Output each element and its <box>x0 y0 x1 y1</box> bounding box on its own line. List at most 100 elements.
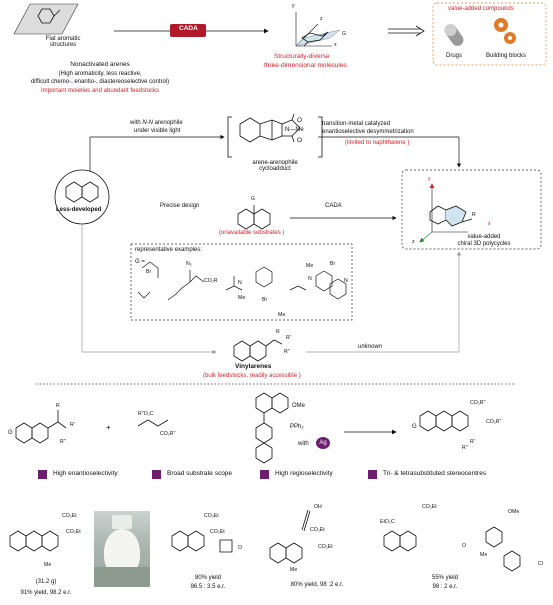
value-added-chiral-1: value-added <box>467 234 501 240</box>
product-r1: R' <box>470 439 475 445</box>
carbonyl-o-bottom: O <box>297 137 303 144</box>
unknown-label: unknown <box>358 344 383 350</box>
p4-eto2c: EtO₂C <box>380 519 395 525</box>
implies-arrow <box>388 25 425 37</box>
example-n2: N₂ <box>186 261 192 267</box>
vinyl-r2: R'' <box>284 349 290 355</box>
vinyl-r1: R' <box>286 335 291 341</box>
vinylarenes-label: Vinylarenes <box>235 363 272 370</box>
g-equals-label: G = <box>135 259 145 265</box>
chiral-polycycle-structure <box>419 183 473 243</box>
gear-icon <box>494 18 516 44</box>
limited-naphthalene-label: (limited to naphthalene ) <box>345 140 410 146</box>
feature-bullet-2 <box>152 470 161 479</box>
drugs-label: Drugs <box>446 53 463 59</box>
p3-oh: OH <box>314 504 322 510</box>
product-4-er: 98 : 2 e.r. <box>432 584 458 590</box>
feature-bullet-1 <box>38 470 47 479</box>
precise-design-label: Precise design <box>160 203 200 209</box>
feature-4: Tri- & tetrasubstituted stereocentres <box>383 470 487 477</box>
building-blocks-label: Building blocks <box>486 53 527 59</box>
naphthalene-structure <box>65 181 99 203</box>
product-4-structure <box>383 526 521 572</box>
example-me-1: Me <box>238 295 246 301</box>
substrate-r2: R'' <box>60 439 66 445</box>
cada-mid-label: CADA <box>325 203 342 209</box>
product-3-structure <box>269 509 311 564</box>
feature-bullet-3 <box>260 470 269 479</box>
p4-ome: OMe <box>508 509 520 515</box>
axis-x2-label: x <box>488 221 491 227</box>
substrate-r: R <box>56 403 60 409</box>
axis-z2-label: z <box>412 239 415 245</box>
feature-2: Broad substrate scope <box>167 470 233 477</box>
p2-co2et-right: CO₂Et <box>210 529 225 535</box>
example-structures <box>137 261 347 301</box>
substrate-g: G <box>8 430 13 436</box>
reagent-r-label: R''O₂C <box>138 411 154 417</box>
example-br-2: Br <box>262 297 268 303</box>
product-3-yield: 80% yield, 98 :2 e.r. <box>290 582 344 588</box>
tm-catalyzed-label: transition-metal catalyzed <box>322 121 391 127</box>
n-me-label: N—Me <box>285 127 304 133</box>
product-co2r-right: CO₂R'' <box>486 419 502 425</box>
cycloadduct-structure <box>227 113 323 158</box>
azodicarboxylate-structure <box>137 419 169 427</box>
example-n-3: N <box>344 278 348 284</box>
p3-co2et-right: CO₂Et <box>318 544 333 550</box>
axis-r-label: R <box>472 212 476 218</box>
ligand-ome: OMe <box>292 403 306 409</box>
product-2-er: 96.5 : 3.5 e.r. <box>190 584 226 590</box>
desymmetrization-label: enantioselective desymmetrization <box>322 129 414 135</box>
substrate-r1: R' <box>70 422 75 428</box>
p4-co2et: CO₂Et <box>422 504 437 510</box>
plus-sign: + <box>106 423 111 432</box>
product-2-structure <box>171 530 233 553</box>
with-label: with <box>298 441 309 447</box>
nonactivated-arenes-label: Nonactivated arenes <box>70 61 130 68</box>
cycloadduct-label: arene-arenophile cycloadduct <box>252 160 298 173</box>
vinylarene-route <box>81 224 462 355</box>
example-n-1: N <box>238 280 242 286</box>
silver-catalyst-badge: Ag <box>316 437 330 449</box>
axis-z-label: z <box>320 16 323 22</box>
substituent-g-label: G <box>251 196 256 202</box>
value-added-compounds-label: value-added compounds <box>448 6 514 12</box>
product-4-yield: 55% yield <box>431 575 458 581</box>
vinylarene-structure <box>233 339 283 362</box>
flat-arene-plane <box>13 3 79 35</box>
value-added-chiral-2: chiral 3D polycycles <box>457 241 511 247</box>
drug-capsule-icon <box>444 24 464 46</box>
cada-badge-label: CADA <box>179 25 198 32</box>
product-1-amount: (31.2 g) <box>35 579 57 585</box>
carbonyl-o-top: O <box>297 117 303 124</box>
unavailable-substrates-label: (unavailable substrates ) <box>219 230 285 236</box>
value-added-box <box>432 2 547 66</box>
product-1-structure <box>9 530 59 552</box>
three-dimensional-label: three-dimensional molecules <box>264 62 347 69</box>
nn-arenophile-label: with N-N arenophile <box>130 120 183 126</box>
example-br-3: Br <box>330 261 336 267</box>
p2-co2et-top: CO₂Et <box>204 513 219 519</box>
flat-arene-label: Flat aromatic structures <box>45 36 81 49</box>
less-developed-label: Less-developed <box>56 207 102 213</box>
axis-x-label: x <box>334 42 337 48</box>
representative-examples-label: representative examples: <box>135 247 203 253</box>
product-r2: R'' <box>462 445 468 451</box>
product-co2r-top: CO₂R'' <box>470 400 486 406</box>
product-1-yield: 91% yield, 98.2 e.r. <box>20 590 72 596</box>
visible-light-label: under visible light <box>134 128 181 134</box>
product-g: G <box>412 424 417 430</box>
example-n-2: N <box>308 276 312 282</box>
reagent-tail-label: CO₂R'' <box>160 431 176 437</box>
p4-o: O <box>462 543 467 549</box>
p1-me: Me <box>44 562 52 568</box>
product-photo <box>94 511 150 587</box>
feature-1: High enantioselectivity <box>53 470 118 477</box>
bulk-feedstocks-label: (bulk feedstocks, readily accessible ) <box>203 373 301 379</box>
p2-oxetane-o: O <box>238 545 243 551</box>
p1-co2et-right: CO₂Et <box>66 529 81 535</box>
axis-y2-label: y <box>428 176 431 182</box>
arene-properties-line2: difficult chemo-, enantio-, diastereosel… <box>30 79 170 85</box>
